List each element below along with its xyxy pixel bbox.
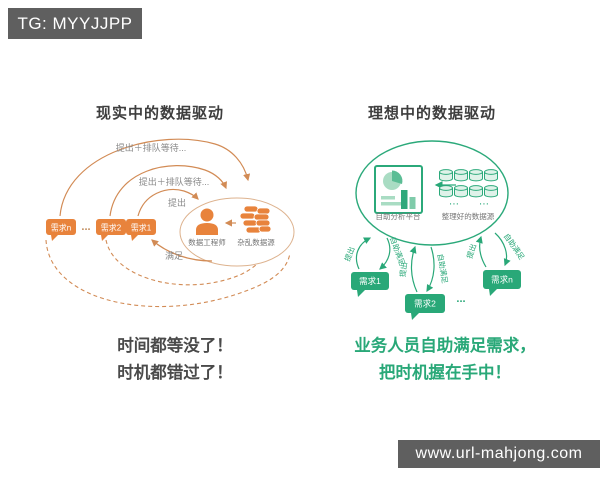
arc-label-inner: 提出 [168,197,186,208]
left-ellipsis-dots: ... [81,221,90,233]
request-spiral-arcs [59,138,251,262]
organized-source-label: 整理好的数据源 [442,211,495,221]
demand-bubble-n-label: 需求n [51,223,71,233]
arc-label-middle: 提出＋排队等待... [139,176,210,187]
left-caption-line2: 时机都错过了！ [117,364,233,382]
flow2-up-label: 提出 [397,261,409,277]
db-dots-right: ⋯ [479,199,489,210]
green-bubble-n-label: 需求n [491,275,513,285]
analytics-dashboard-icon [374,165,423,214]
right-ellipsis-dots: ... [456,293,465,305]
demand-bubble-1-label: 需求1 [131,223,152,233]
demand-bubble-2: 需求2 [96,219,126,241]
messy-data-pile-icon [239,205,272,234]
green-bubble-2-label: 需求2 [414,299,436,309]
green-bubble-1-label: 需求1 [359,276,381,286]
ideal-diagram: 自助分析平台 ⋯ ⋯ 整理好的数据源 提出 自助满足 提出 自助满足 提出 自助… [342,140,528,320]
left-caption: 时间都等没了！ 时机都错过了！ [80,333,270,387]
flow2-down-label: 自助满足 [435,253,450,285]
telegram-watermark-badge: TG: MYYJJPP [8,8,142,39]
left-panel-title: 现实中的数据驱动 [95,105,224,122]
engineer-label: 数据工程师 [188,237,226,247]
arc-label-outer: 提出＋排队等待... [116,142,187,153]
right-caption-line2: 把时机握在手中！ [379,364,511,382]
self-service-flow-arrows [355,232,511,293]
green-demand-bubble-1: 需求1 [351,272,389,297]
right-caption: 业务人员自助满足需求， 把时机握在手中！ [345,333,545,387]
messy-source-label: 杂乱数据源 [237,237,275,247]
db-dots-left: ⋯ [449,199,459,210]
green-demand-bubble-2: 需求2 [405,294,445,320]
reality-diagram: 提出＋排队等待... 提出＋排队等待... 提出 满足 数据工程师 杂乱数据源 … [45,138,295,308]
website-watermark-badge: www.url-mahjong.com [398,440,600,468]
demand-bubble-1: 需求1 [126,219,156,241]
data-engineer-icon [196,208,218,235]
right-panel-title: 理想中的数据驱动 [367,105,496,122]
right-caption-line1: 业务人员自助满足需求， [354,337,536,355]
left-caption-line1: 时间都等没了！ [117,337,233,355]
satisfy-label: 满足 [165,251,183,261]
platform-label: 自助分析平台 [376,211,421,221]
demand-bubble-2-label: 需求2 [101,223,122,233]
flow3-down-label: 自助满足 [502,231,528,262]
demand-bubble-n: 需求n [46,219,76,241]
flow3-up-label: 提出 [464,242,478,259]
flow1-up-label: 提出 [342,245,357,263]
green-demand-bubble-n: 需求n [483,270,521,296]
